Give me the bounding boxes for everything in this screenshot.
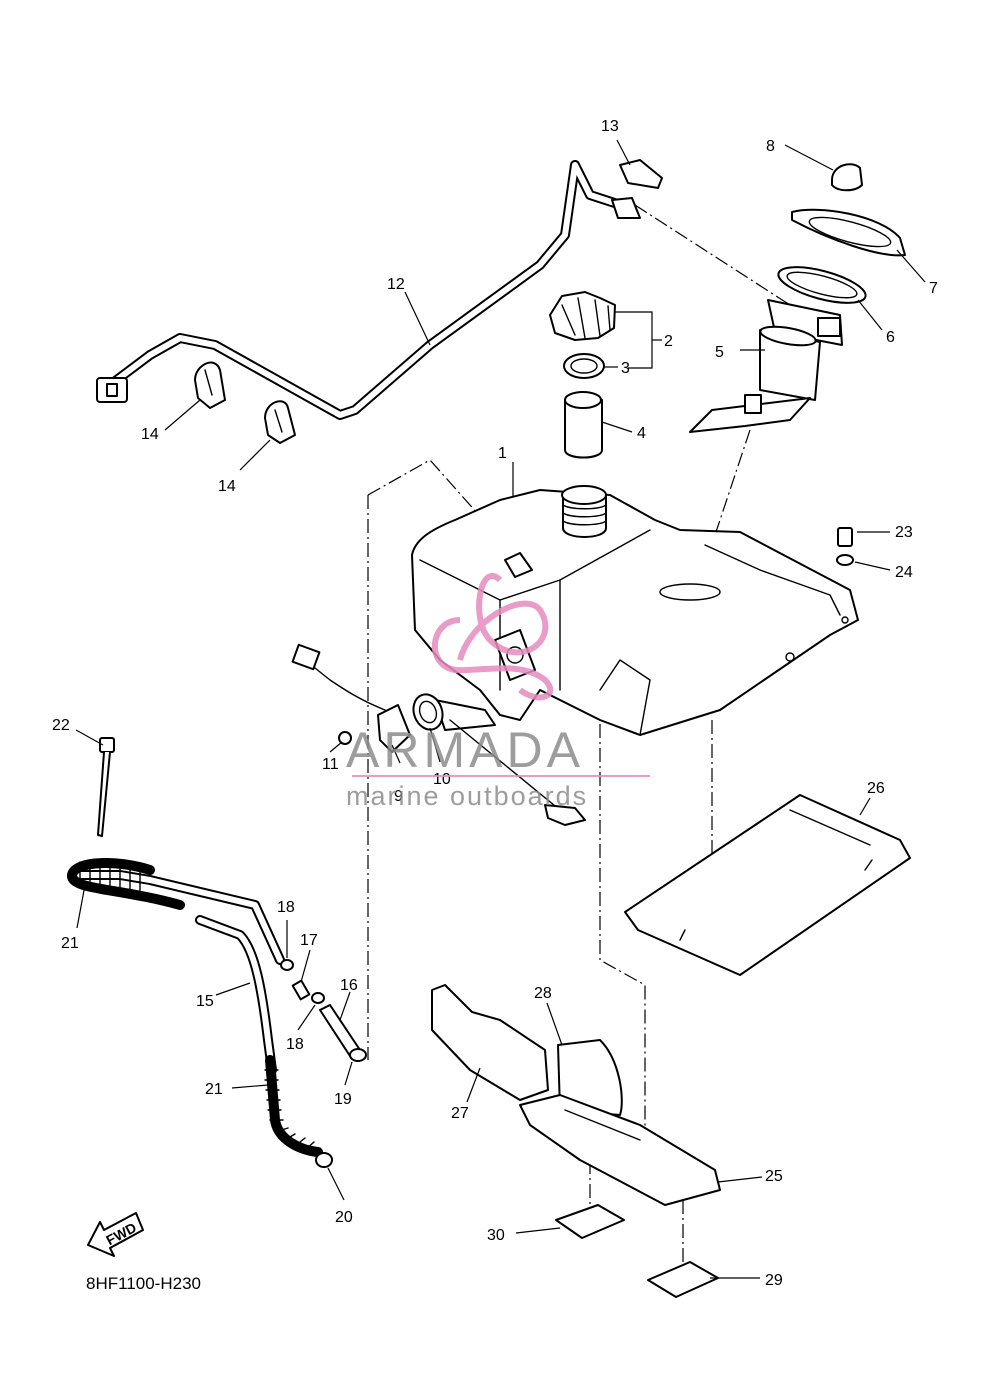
callout-18b: 18 bbox=[286, 1036, 304, 1053]
gasket-7 bbox=[791, 208, 906, 257]
callout-7: 7 bbox=[929, 280, 938, 297]
callout-9: 9 bbox=[394, 788, 403, 805]
callout-4: 4 bbox=[637, 425, 646, 442]
watermark: ARMADA marine outboards bbox=[346, 573, 650, 811]
gasket-10 bbox=[412, 693, 444, 731]
fuel-cap-2 bbox=[549, 291, 616, 341]
callout-13: 13 bbox=[601, 118, 619, 135]
callout-6: 6 bbox=[886, 329, 895, 346]
watermark-tagline: marine outboards bbox=[346, 781, 588, 811]
callout-16: 16 bbox=[340, 977, 358, 994]
plate-25 bbox=[519, 1094, 721, 1206]
callout-1: 1 bbox=[498, 445, 507, 462]
fwd-arrow-icon: FWD bbox=[87, 1212, 144, 1257]
callout-28: 28 bbox=[534, 985, 552, 1002]
joint-13 bbox=[611, 159, 663, 219]
callout-29: 29 bbox=[765, 1272, 783, 1289]
damper-26 bbox=[624, 794, 911, 976]
callout-8: 8 bbox=[766, 138, 775, 155]
callout-21a: 21 bbox=[61, 935, 79, 952]
fuel-tank-1 bbox=[411, 485, 859, 736]
gasket-6 bbox=[777, 266, 867, 304]
callout-18a: 18 bbox=[277, 899, 295, 916]
callout-26: 26 bbox=[867, 780, 885, 797]
clamp-14a bbox=[194, 361, 226, 409]
hose-16 bbox=[319, 1004, 361, 1057]
callout-5: 5 bbox=[715, 344, 724, 361]
damper-28 bbox=[557, 1039, 623, 1116]
callout-20: 20 bbox=[335, 1209, 353, 1226]
joint-17 bbox=[291, 979, 311, 1001]
seal-ring-3 bbox=[563, 353, 605, 379]
callout-15: 15 bbox=[196, 993, 214, 1010]
fuel-sender-9 bbox=[291, 643, 586, 826]
watermark-brand: ARMADA bbox=[346, 722, 584, 778]
callout-14a: 14 bbox=[141, 426, 159, 443]
callout-22: 22 bbox=[52, 717, 70, 734]
callout-2: 2 bbox=[664, 333, 673, 350]
damper-30 bbox=[555, 1204, 625, 1239]
clip-19 bbox=[349, 1048, 367, 1062]
watermark-logo-icon bbox=[431, 573, 554, 701]
cable-tie-22 bbox=[97, 737, 115, 837]
screw-11 bbox=[338, 731, 352, 745]
washer-24 bbox=[836, 554, 854, 566]
callout-25: 25 bbox=[765, 1168, 783, 1185]
bolt-23 bbox=[837, 527, 853, 547]
protector-21b bbox=[264, 1055, 323, 1157]
filter-4 bbox=[564, 391, 603, 459]
callout-14b: 14 bbox=[218, 478, 236, 495]
callout-30: 30 bbox=[487, 1227, 505, 1244]
clip-18b bbox=[311, 992, 325, 1004]
damper-29 bbox=[647, 1261, 719, 1298]
callout-19: 19 bbox=[334, 1091, 352, 1108]
protector-21a bbox=[67, 858, 185, 910]
callout-17: 17 bbox=[300, 932, 318, 949]
callout-3: 3 bbox=[621, 360, 630, 377]
cap-8 bbox=[831, 163, 863, 192]
clip-20 bbox=[315, 1152, 333, 1168]
fuel-hose-15 bbox=[75, 870, 285, 1075]
callout-23: 23 bbox=[895, 524, 913, 541]
callout-12: 12 bbox=[387, 276, 405, 293]
drawing-code: 8HF1100-H230 bbox=[86, 1274, 201, 1293]
breather-hose-12 bbox=[96, 160, 635, 420]
callout-11: 11 bbox=[322, 756, 339, 773]
protector-27 bbox=[431, 984, 549, 1101]
fuel-pump-5 bbox=[689, 299, 843, 433]
leader-lines bbox=[75, 139, 926, 1279]
clamp-14b bbox=[264, 400, 296, 444]
callout-27: 27 bbox=[451, 1105, 469, 1122]
callout-21b: 21 bbox=[205, 1081, 223, 1098]
callout-24: 24 bbox=[895, 564, 913, 581]
clip-18a bbox=[280, 959, 294, 971]
